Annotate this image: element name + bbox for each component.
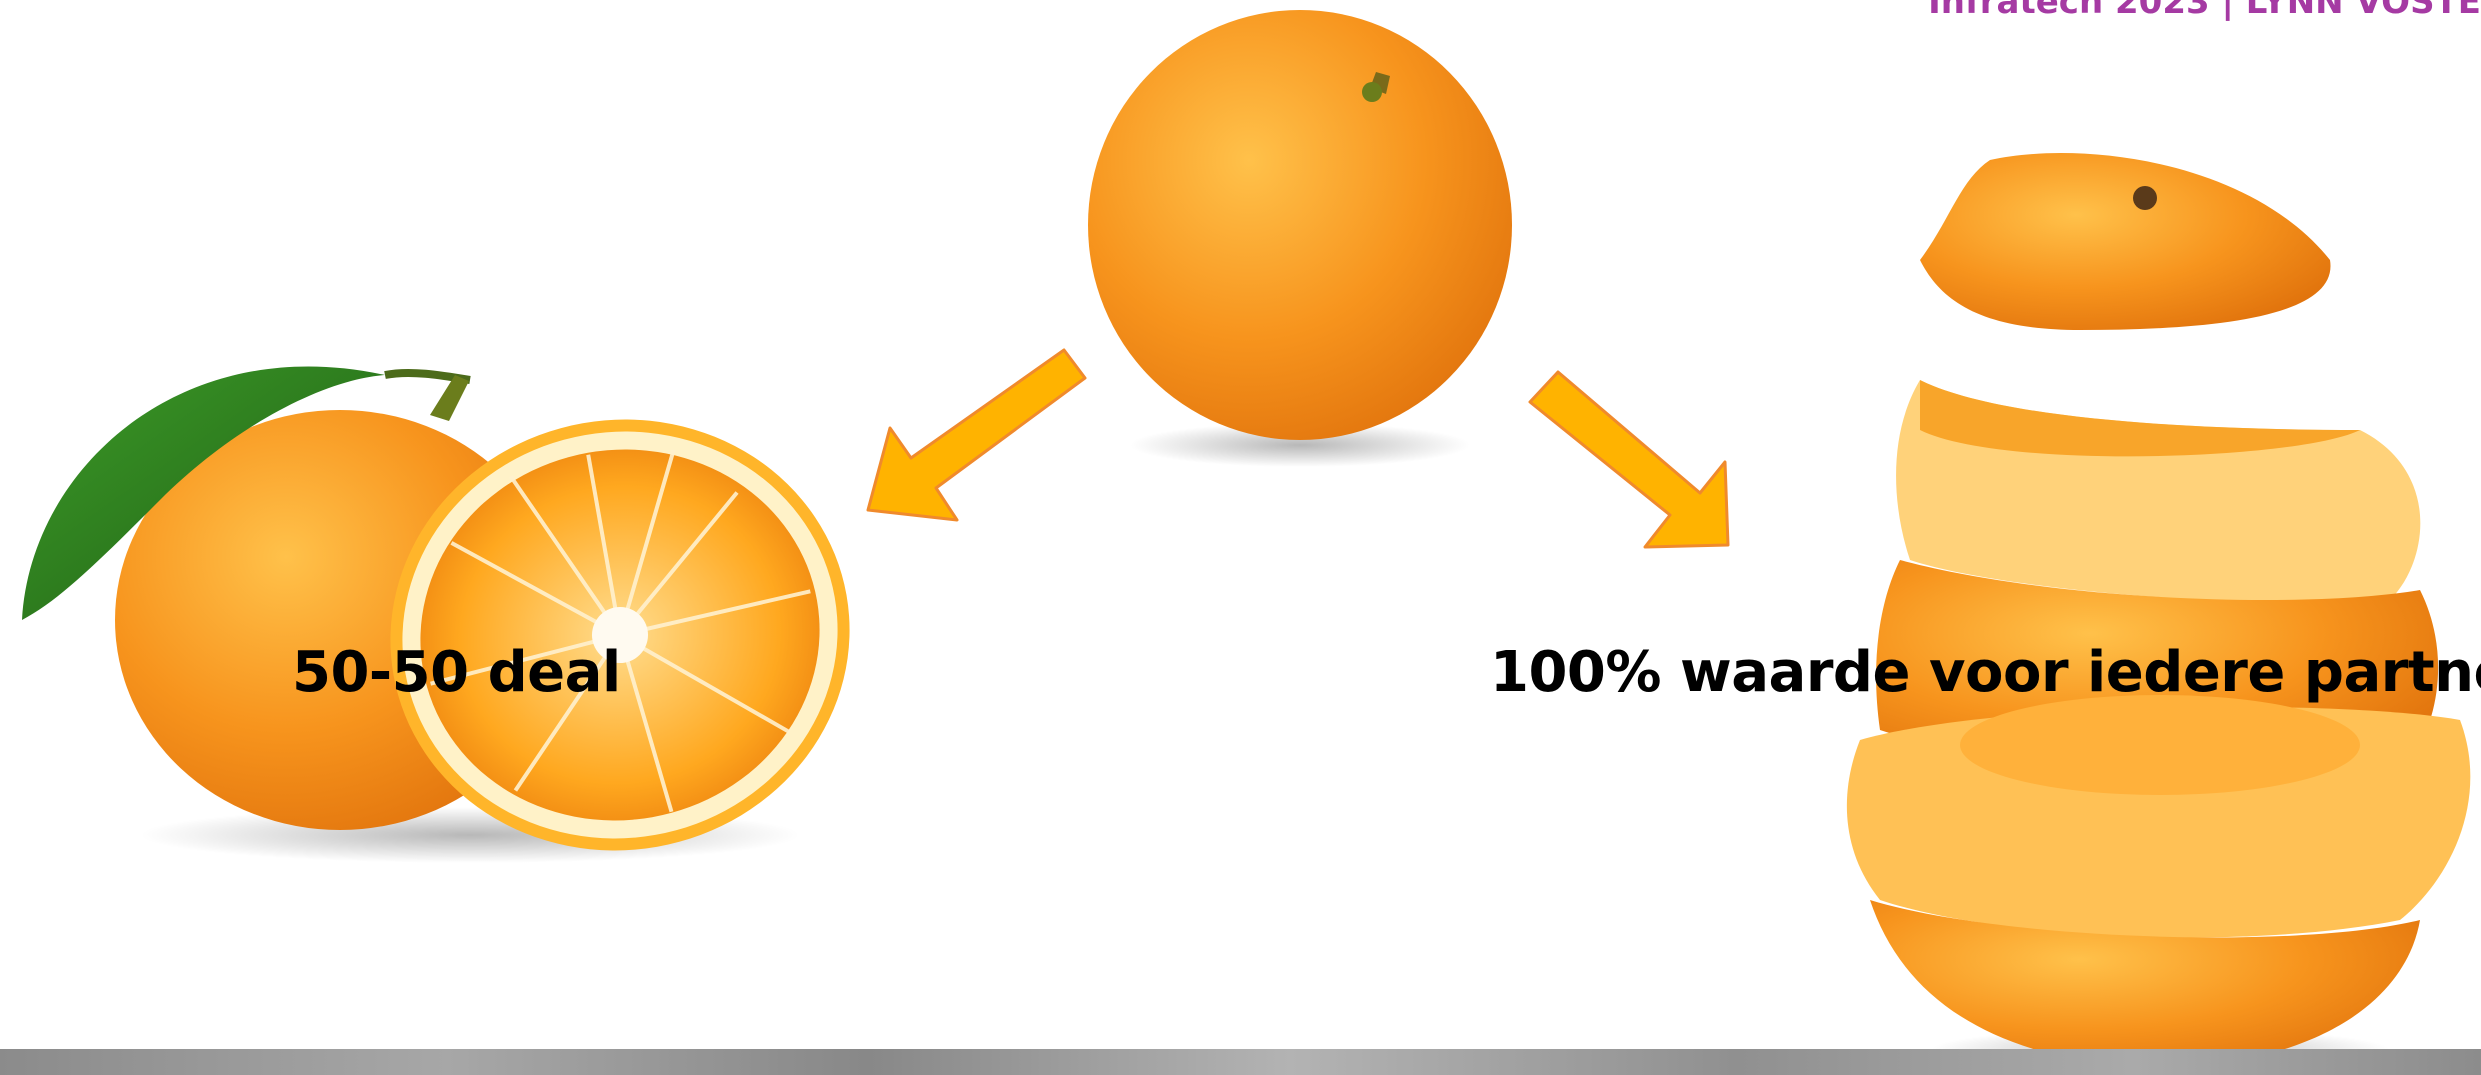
full-value-label: 100% waarde voor iedere partner <box>1490 640 2481 705</box>
orange-halves-image <box>22 366 884 886</box>
bottom-photo-strip <box>0 1049 2481 1075</box>
whole-orange-image <box>1088 10 1512 467</box>
presentation-footer-title: Infratech 2023 | LYNN VOSTE <box>1881 0 2481 22</box>
fifty-fifty-label: 50-50 deal <box>292 640 621 705</box>
right-arrow-icon <box>1530 372 1728 547</box>
left-arrow-icon <box>868 350 1085 520</box>
peeled-orange-spiral-image <box>1847 153 2470 1072</box>
